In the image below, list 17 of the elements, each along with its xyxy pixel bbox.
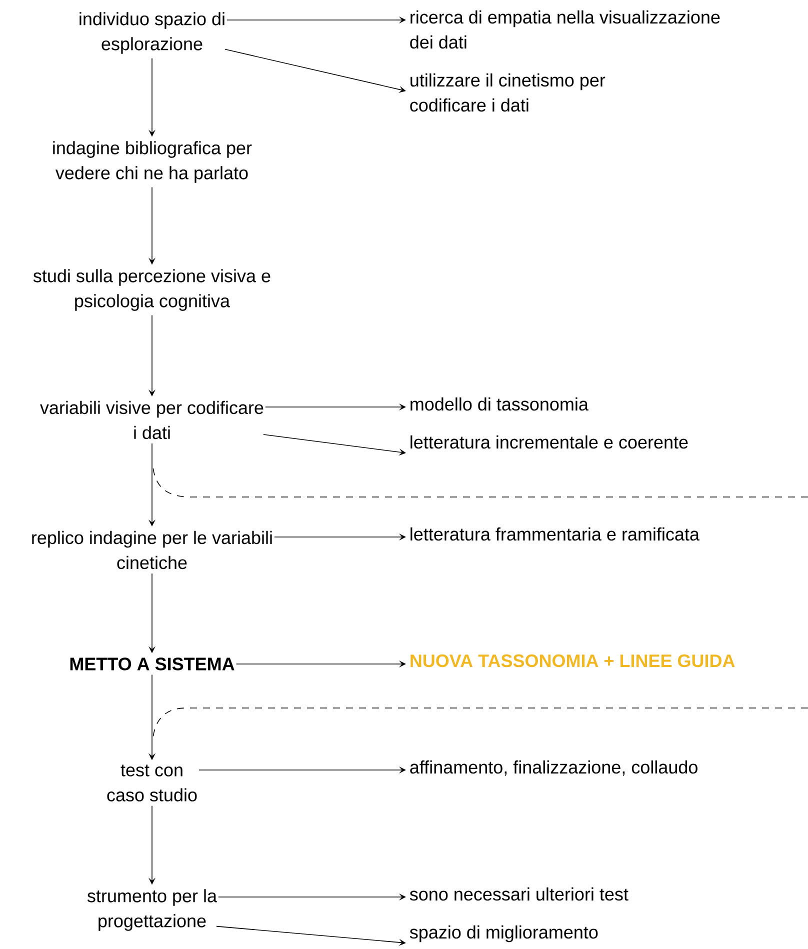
outcome-text: ricerca di empatia nella visualizzazione dei dati <box>410 10 720 49</box>
step-text: strumento per la progettazione <box>87 889 217 931</box>
outcome-text: sono necessari ulteriori test <box>410 887 628 901</box>
outcome-text: affinamento, finalizzazione, collaudo <box>410 760 698 776</box>
step-text: variabili visive per codificare i dati <box>40 400 264 440</box>
outcome-text: letteratura frammentaria e ramificata <box>410 527 700 541</box>
step-text: studi sulla percezione visiva e psicologia cognitiva <box>33 269 270 311</box>
outcome-text: NUOVA TASSONOMIA + LINEE GUIDA <box>410 654 735 668</box>
step-text: indagine bibliografica per vedere chi ne ha parlato <box>53 141 252 183</box>
outcome-text: letteratura incrementale e coerente <box>410 435 688 449</box>
step-text: individuo spazio di esplorazione <box>80 12 224 54</box>
outcome-text: modello di tassonomia <box>410 397 588 411</box>
step-text: test con caso studio <box>107 764 197 802</box>
step-text: replico indagine per le variabili cinetiche <box>32 530 272 570</box>
outcome-text: utilizzare il cinetismo per codificare i dati <box>410 73 606 112</box>
outcome-text: spazio di miglioramento <box>410 925 598 942</box>
step-text: METTO A SISTEMA <box>70 658 234 670</box>
